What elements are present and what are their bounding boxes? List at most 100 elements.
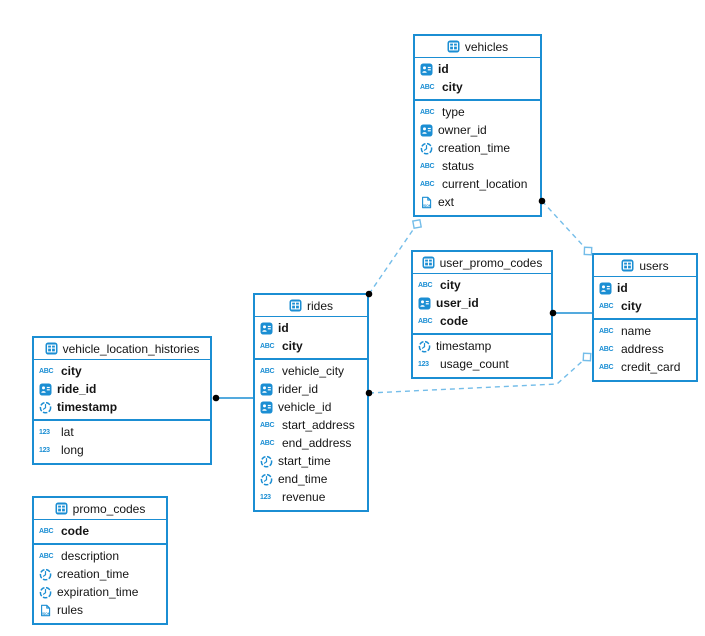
- table-header-rides[interactable]: rides: [255, 295, 367, 317]
- field-row-ride_id[interactable]: ride_id: [34, 380, 210, 398]
- field-row-user_id[interactable]: user_id: [413, 294, 551, 312]
- field-name: address: [621, 342, 664, 356]
- field-row-credit_card[interactable]: ABC credit_card: [594, 358, 696, 376]
- field-row-rider_id[interactable]: rider_id: [255, 380, 367, 398]
- clock-icon: [260, 473, 273, 486]
- table-header-user_promo_codes[interactable]: user_promo_codes: [413, 252, 551, 274]
- abc-text-type-icon: ABC: [418, 281, 433, 289]
- field-row-revenue[interactable]: 123 revenue: [255, 488, 367, 506]
- field-row-id[interactable]: id: [255, 319, 367, 337]
- field-name: city: [282, 339, 303, 353]
- field-name: start_time: [278, 454, 331, 468]
- table-header-users[interactable]: users: [594, 255, 696, 277]
- field-name: name: [621, 324, 652, 338]
- field-row-id[interactable]: id: [594, 279, 696, 297]
- abc-text-type-icon: ABC: [39, 367, 54, 375]
- field-name: city: [621, 299, 642, 313]
- field-row-id[interactable]: id: [415, 60, 540, 78]
- field-row-end_time[interactable]: end_time: [255, 470, 367, 488]
- abc-text-type-icon: ABC: [420, 162, 435, 170]
- abc-text-type-icon: ABC: [420, 108, 435, 116]
- field-name: ext: [438, 195, 455, 209]
- table-icon: [621, 259, 634, 272]
- field-row-status[interactable]: ABC status: [415, 157, 540, 175]
- abc-text-type-icon: ABC: [420, 180, 435, 188]
- field-row-start_time[interactable]: start_time: [255, 452, 367, 470]
- field-name: lat: [61, 425, 74, 439]
- field-name: creation_time: [57, 567, 130, 581]
- field-row-vehicle_id[interactable]: vehicle_id: [255, 398, 367, 416]
- id-card-icon: [260, 322, 273, 335]
- table-name: rides: [306, 298, 333, 313]
- numeric-123-type-icon: 123: [260, 493, 271, 501]
- field-row-city[interactable]: ABC city: [34, 362, 210, 380]
- field-row-expiration_time[interactable]: expiration_time: [34, 583, 166, 601]
- field-name: long: [61, 443, 84, 457]
- abc-text-type-icon: ABC: [39, 552, 54, 560]
- field-name: revenue: [282, 490, 326, 504]
- field-name: expiration_time: [57, 585, 139, 599]
- abc-text-type-icon: ABC: [418, 317, 433, 325]
- clock-icon: [420, 142, 433, 155]
- relationship-vehicles-to-users[interactable]: [541, 200, 589, 252]
- field-row-long[interactable]: 123 long: [34, 441, 210, 459]
- field-row-creation_time[interactable]: creation_time: [34, 565, 166, 583]
- field-row-ext[interactable]: JSON ext: [415, 193, 540, 211]
- field-row-owner_id[interactable]: owner_id: [415, 121, 540, 139]
- field-row-creation_time[interactable]: creation_time: [415, 139, 540, 157]
- field-row-timestamp[interactable]: timestamp: [413, 337, 551, 355]
- id-card-icon: [260, 383, 273, 396]
- table-header-vehicles[interactable]: vehicles: [415, 36, 540, 58]
- field-name: start_address: [282, 418, 355, 432]
- field-row-timestamp[interactable]: timestamp: [34, 398, 210, 416]
- field-name: id: [438, 62, 449, 76]
- field-name: user_id: [436, 296, 479, 310]
- json-icon: JSON: [420, 196, 433, 209]
- abc-text-type-icon: ABC: [260, 367, 275, 375]
- field-name: rider_id: [278, 382, 319, 396]
- numeric-123-type-icon: 123: [39, 446, 50, 454]
- table-name: user_promo_codes: [439, 255, 543, 270]
- abc-text-type-icon: ABC: [599, 363, 614, 371]
- field-name: status: [442, 159, 475, 173]
- field-name: city: [61, 364, 82, 378]
- clock-icon: [39, 586, 52, 599]
- field-row-vehicle_city[interactable]: ABC vehicle_city: [255, 362, 367, 380]
- abc-text-type-icon: ABC: [39, 527, 54, 535]
- table-header-promo_codes[interactable]: promo_codes: [34, 498, 166, 520]
- relationship-rides-to-vehicles[interactable]: [368, 223, 418, 295]
- table-name: vehicles: [464, 39, 509, 54]
- table-header-vehicle_location_histories[interactable]: vehicle_location_histories: [34, 338, 210, 360]
- field-name: vehicle_id: [278, 400, 332, 414]
- field-name: credit_card: [621, 360, 681, 374]
- field-name: vehicle_city: [282, 364, 345, 378]
